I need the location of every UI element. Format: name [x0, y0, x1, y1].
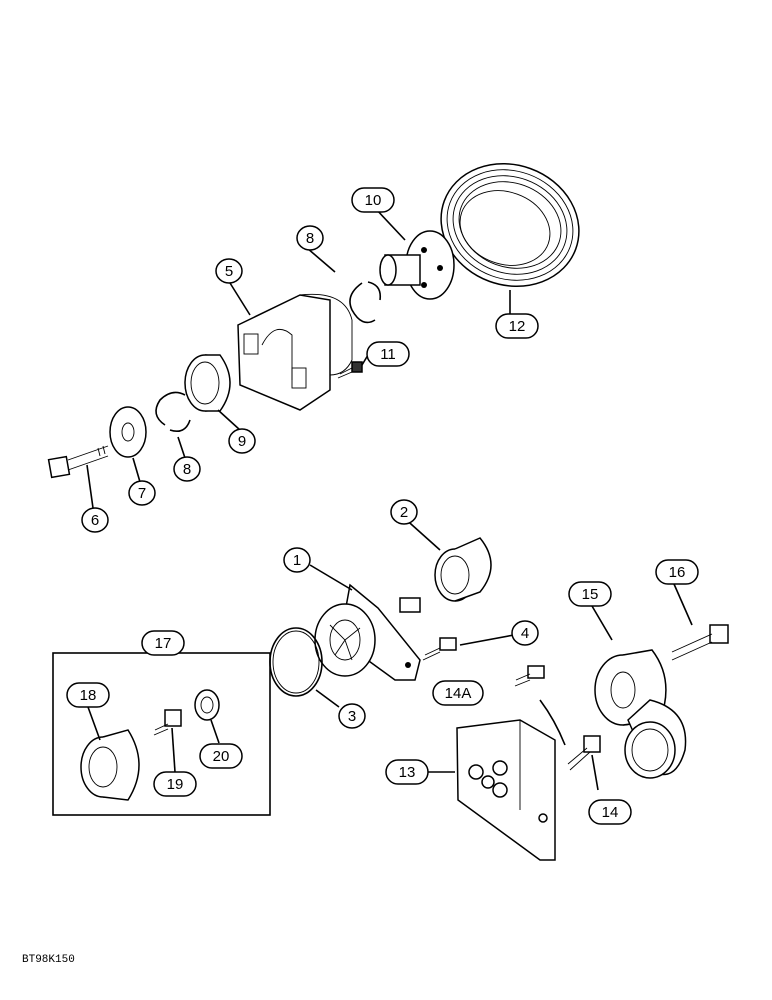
svg-text:7: 7 — [138, 485, 146, 502]
svg-text:8: 8 — [183, 461, 191, 478]
part-bolt-14 — [567, 735, 601, 771]
svg-text:13: 13 — [399, 764, 416, 781]
callout-1: 1 — [283, 547, 311, 573]
part-sleeve — [434, 537, 492, 602]
callout-5: 5 — [215, 258, 243, 284]
callout-2: 2 — [390, 499, 418, 525]
svg-text:19: 19 — [167, 776, 184, 793]
svg-text:10: 10 — [365, 192, 382, 209]
svg-text:3: 3 — [348, 708, 356, 725]
callout-7: 7 — [128, 480, 156, 506]
part-mounting-plate — [456, 699, 566, 861]
callout-4: 4 — [511, 620, 539, 646]
part-snap-ring-upper — [349, 281, 382, 324]
svg-text:9: 9 — [238, 433, 246, 450]
svg-text:6: 6 — [91, 512, 99, 529]
part-bolt-11 — [337, 361, 363, 379]
svg-text:4: 4 — [521, 625, 529, 642]
part-hub-shaft — [379, 230, 455, 300]
callout-17: 17 — [141, 630, 185, 656]
part-bearing — [184, 354, 231, 412]
callout-10: 10 — [351, 187, 395, 213]
svg-text:14: 14 — [602, 804, 619, 821]
svg-text:17: 17 — [155, 635, 172, 652]
figure-reference: BT98K150 — [22, 954, 75, 966]
callout-12: 12 — [495, 313, 539, 339]
part-pulley — [440, 162, 580, 288]
svg-text:14A: 14A — [445, 685, 472, 702]
callout-15: 15 — [568, 581, 612, 607]
svg-text:15: 15 — [582, 586, 599, 603]
callout-8-upper: 8 — [296, 225, 324, 251]
callout-3: 3 — [338, 703, 366, 729]
callout-13: 13 — [385, 759, 429, 785]
part-washer — [109, 406, 147, 458]
svg-text:18: 18 — [80, 687, 97, 704]
part-bolt-6 — [47, 445, 109, 479]
part-water-pump — [314, 583, 421, 681]
callout-18: 18 — [66, 682, 110, 708]
callout-8-lower: 8 — [173, 456, 201, 482]
callout-6: 6 — [81, 507, 109, 533]
callout-9: 9 — [228, 428, 256, 454]
part-bolt-4 — [422, 637, 457, 661]
part-bolt-14a — [514, 665, 545, 687]
part-washer-20 — [194, 689, 220, 721]
svg-text:5: 5 — [225, 263, 233, 280]
callout-16: 16 — [655, 559, 699, 585]
svg-text:2: 2 — [400, 504, 408, 521]
svg-text:11: 11 — [380, 346, 396, 363]
part-o-ring — [269, 627, 323, 697]
part-roller — [80, 729, 140, 801]
callout-11: 11 — [366, 341, 410, 367]
svg-text:20: 20 — [213, 748, 230, 765]
svg-text:12: 12 — [509, 318, 526, 335]
callout-14: 14 — [588, 799, 632, 825]
part-bolt-19 — [153, 709, 182, 736]
svg-text:8: 8 — [306, 230, 314, 247]
callout-19: 19 — [153, 771, 197, 797]
part-snap-ring-lower — [155, 391, 191, 433]
svg-text:16: 16 — [669, 564, 686, 581]
part-tensioner — [594, 649, 687, 779]
part-housing — [237, 293, 353, 411]
callout-20: 20 — [199, 743, 243, 769]
part-bolt-16 — [671, 624, 729, 661]
svg-text:1: 1 — [293, 552, 301, 569]
callout-14a: 14A — [432, 680, 484, 706]
